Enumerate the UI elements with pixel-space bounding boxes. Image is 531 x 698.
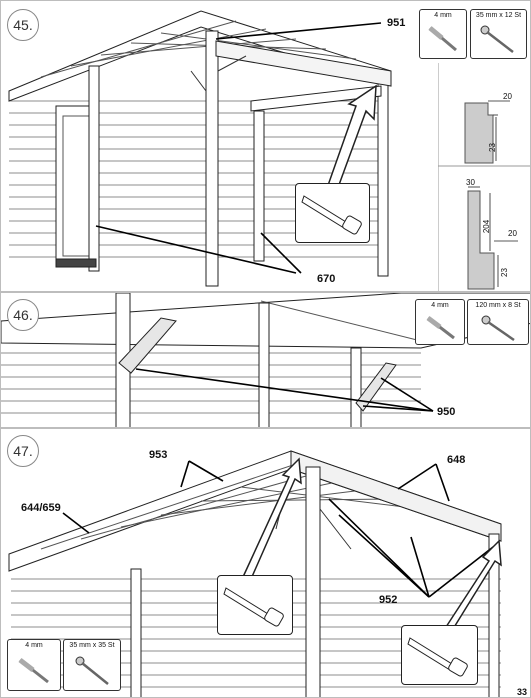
step-45-illustration: [8, 10, 392, 287]
hardware-drill-bit: 4 mm: [419, 9, 467, 59]
hardware-label: 120 mm x 8 St: [475, 302, 521, 309]
page-number: 33: [516, 687, 527, 697]
part-label-950: 950: [437, 406, 456, 418]
drill-bit-icon: [426, 316, 455, 340]
part-label-952: 952: [379, 594, 398, 606]
detail-drawings: [438, 63, 530, 291]
part-label-951: 951: [387, 17, 406, 29]
drill-bit-icon: [428, 26, 457, 52]
part-label-953: 953: [149, 449, 168, 461]
screw-icon: [481, 315, 515, 342]
hardware-label: 4 mm: [431, 302, 449, 309]
dimension-20-lower: 20: [508, 229, 517, 238]
saw-icon: [301, 195, 362, 235]
step-47-illustration: [8, 450, 502, 697]
part-label-644-659: 644/659: [21, 502, 61, 514]
hardware-label: 4 mm: [25, 642, 43, 649]
hardware-label: 35 mm x 35 St: [69, 642, 115, 649]
saw-tool-box: [295, 183, 370, 243]
saw-icon: [407, 637, 468, 677]
step-number: 46.: [7, 299, 39, 331]
saw-tool-box: [401, 625, 478, 685]
dimension-23-lower: 23: [499, 268, 509, 277]
drill-bit-icon: [18, 658, 49, 684]
part-label-648: 648: [447, 454, 466, 466]
screw-icon: [75, 656, 109, 685]
screw-icon: [480, 25, 514, 53]
step-46-panel: 46. 950 4 mm 120 mm x 8 St: [0, 292, 531, 428]
dimension-30: 30: [466, 178, 475, 187]
step-number: 45.: [7, 9, 39, 41]
saw-icon: [223, 587, 284, 627]
saw-tool-box: [217, 575, 293, 635]
step-46-illustration: [1, 293, 530, 427]
hardware-screw: 35 mm x 35 St: [63, 639, 121, 691]
hardware-screw: 35 mm x 12 St: [470, 9, 527, 59]
step-number: 47.: [7, 435, 39, 467]
dimension-20: 20: [503, 92, 512, 101]
hardware-label: 35 mm x 12 St: [475, 12, 522, 19]
hardware-label: 4 mm: [434, 12, 452, 19]
hardware-screw: 120 mm x 8 St: [467, 299, 529, 345]
step-47-panel: 47. 953 648 644/659 952 4 mm 35 mm x 35 …: [0, 428, 531, 698]
dimension-204: 204: [482, 219, 492, 234]
hardware-drill-bit: 4 mm: [7, 639, 61, 691]
step-45-panel: 45. 951 670 4 mm 35 mm x 12 St 20 23 30 …: [0, 0, 531, 292]
part-label-670: 670: [317, 273, 336, 285]
dimension-23: 23: [487, 143, 497, 152]
hardware-drill-bit: 4 mm: [415, 299, 465, 345]
